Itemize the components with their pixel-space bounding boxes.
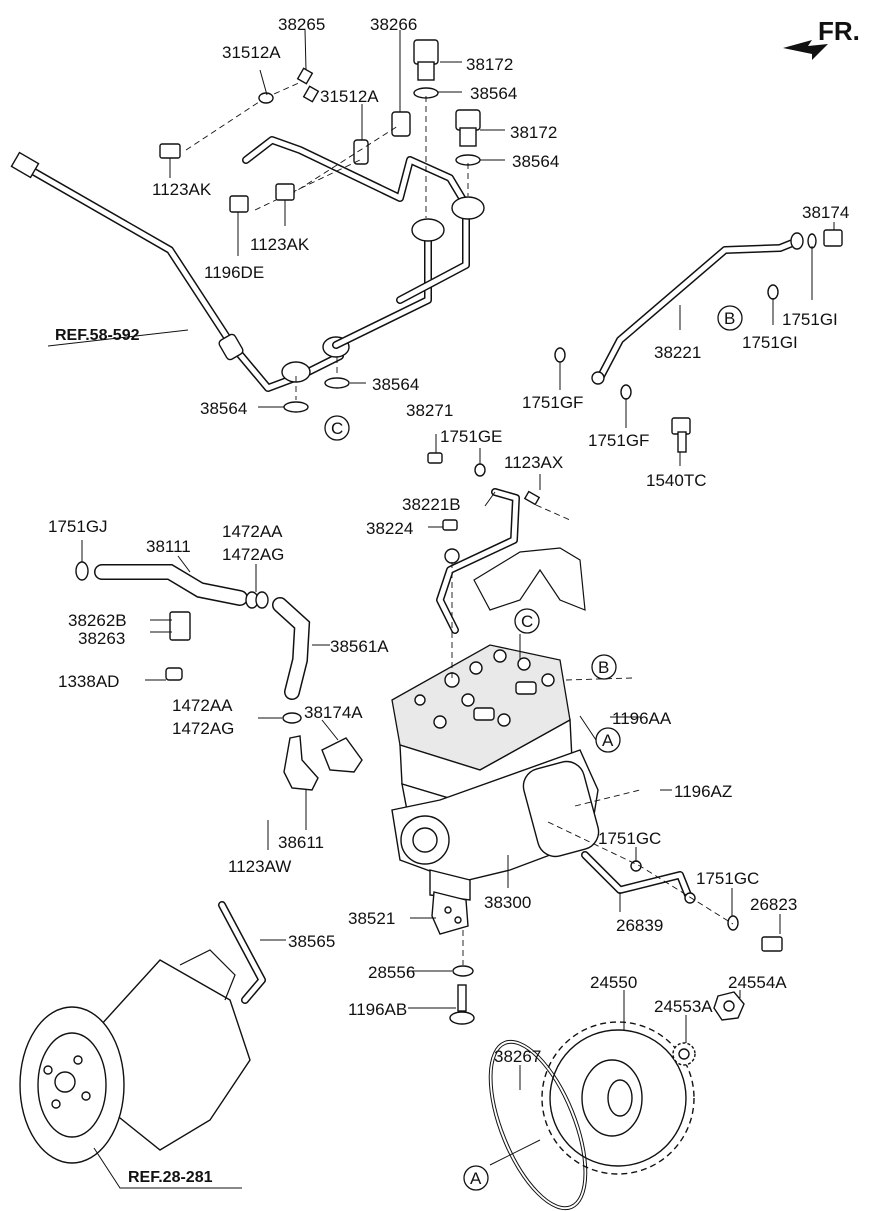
- part-label: 38565: [288, 932, 335, 951]
- part-label: 38263: [78, 629, 125, 648]
- front-label: FR.: [818, 16, 860, 46]
- part-label: 38174A: [304, 703, 363, 722]
- oil-hose-assembly: [75, 561, 363, 791]
- banjo-pipe-assembly: [159, 39, 485, 400]
- part-label: 24554A: [728, 973, 787, 992]
- drive-gear-assembly: [488, 991, 745, 1211]
- pipe-38221-assembly: [554, 229, 843, 453]
- part-label: 1123AK: [250, 235, 310, 254]
- part-label: 1196DE: [204, 263, 264, 282]
- part-label: 38262B: [68, 611, 127, 630]
- part-label: 31512A: [222, 43, 281, 62]
- reference-ref-58-592: REF.58-592: [55, 327, 140, 344]
- part-label: 1196AZ: [674, 782, 732, 801]
- part-label: 38174: [802, 203, 849, 222]
- air-compressor-38300: [391, 644, 600, 901]
- part-label: 1196AB: [348, 1000, 407, 1019]
- part-label: 1751GE: [440, 427, 502, 446]
- part-label: 24550: [590, 973, 637, 992]
- part-label: 38265: [278, 15, 325, 34]
- callout-c-engine: C: [514, 608, 540, 634]
- part-label: 1540TC: [646, 471, 706, 490]
- part-label: 24553A: [654, 997, 713, 1016]
- svg-text:A: A: [470, 1169, 482, 1188]
- part-label: 38224: [366, 519, 413, 538]
- part-label: 38564: [372, 375, 419, 394]
- svg-text:C: C: [331, 419, 343, 438]
- reference-ref-28-281: REF.28-281: [128, 1169, 213, 1186]
- pipe-26839-assembly: [547, 677, 783, 952]
- callout-b-engine: B: [591, 654, 617, 680]
- part-label: 1751GJ: [48, 517, 108, 536]
- part-label: 1472AG: [222, 545, 284, 564]
- part-label: 31512A: [320, 87, 379, 106]
- part-label: 38267: [494, 1047, 541, 1066]
- leader-lines: [47, 29, 835, 1189]
- part-label: 1196AA: [612, 709, 672, 728]
- part-label: 38564: [200, 399, 247, 418]
- part-label: 1751GC: [696, 869, 759, 888]
- part-label: 38271: [406, 401, 453, 420]
- part-label: 1751GF: [522, 393, 583, 412]
- part-label: 1472AA: [222, 522, 283, 541]
- svg-text:A: A: [602, 731, 614, 750]
- front-direction-indicator: FR.: [783, 16, 860, 60]
- part-label: 38111: [146, 537, 191, 556]
- part-label: 38300: [484, 893, 531, 912]
- svg-text:B: B: [598, 658, 609, 677]
- svg-text:B: B: [724, 309, 735, 328]
- part-label: 1751GF: [588, 431, 649, 450]
- part-label: 1751GI: [782, 310, 838, 329]
- svg-text:C: C: [521, 612, 533, 631]
- part-label: 26823: [750, 895, 797, 914]
- part-label: 38172: [466, 55, 513, 74]
- part-label: 28556: [368, 963, 415, 982]
- callout-b-top: B: [717, 305, 743, 331]
- callout-a-engine: A: [595, 727, 621, 753]
- part-label: 38521: [348, 909, 395, 928]
- part-label: 1123AW: [228, 857, 291, 876]
- part-label: 1123AK: [152, 180, 212, 199]
- callout-c-top: C: [324, 415, 350, 441]
- part-label: 1123AX: [504, 453, 563, 472]
- part-label: 1472AA: [172, 696, 233, 715]
- part-label: 38221: [654, 343, 701, 362]
- part-label: 1751GC: [598, 829, 661, 848]
- part-label: 38172: [510, 123, 557, 142]
- part-label: 1751GI: [742, 333, 798, 352]
- bracket-38521-assembly: [431, 891, 475, 1025]
- cylinder-head-bolts: [414, 649, 555, 729]
- part-label: 38561A: [330, 637, 389, 656]
- part-label: 38221B: [402, 495, 461, 514]
- part-label: 38564: [470, 84, 517, 103]
- engine-pump-ref28: [19, 901, 266, 1164]
- part-label: 1338AD: [58, 672, 119, 691]
- pipe-38221B-assembly: [427, 452, 586, 680]
- part-number-labels: 38265 31512A 38266 38172 38564 31512A 38…: [48, 15, 849, 1066]
- callout-a-bottom: A: [463, 1165, 489, 1191]
- part-label: 38611: [278, 833, 324, 852]
- part-label: 26839: [616, 916, 663, 935]
- part-label: 38266: [370, 15, 417, 34]
- front-arrow-icon: [783, 40, 828, 60]
- part-label: 38564: [512, 152, 559, 171]
- part-label: 1472AG: [172, 719, 234, 738]
